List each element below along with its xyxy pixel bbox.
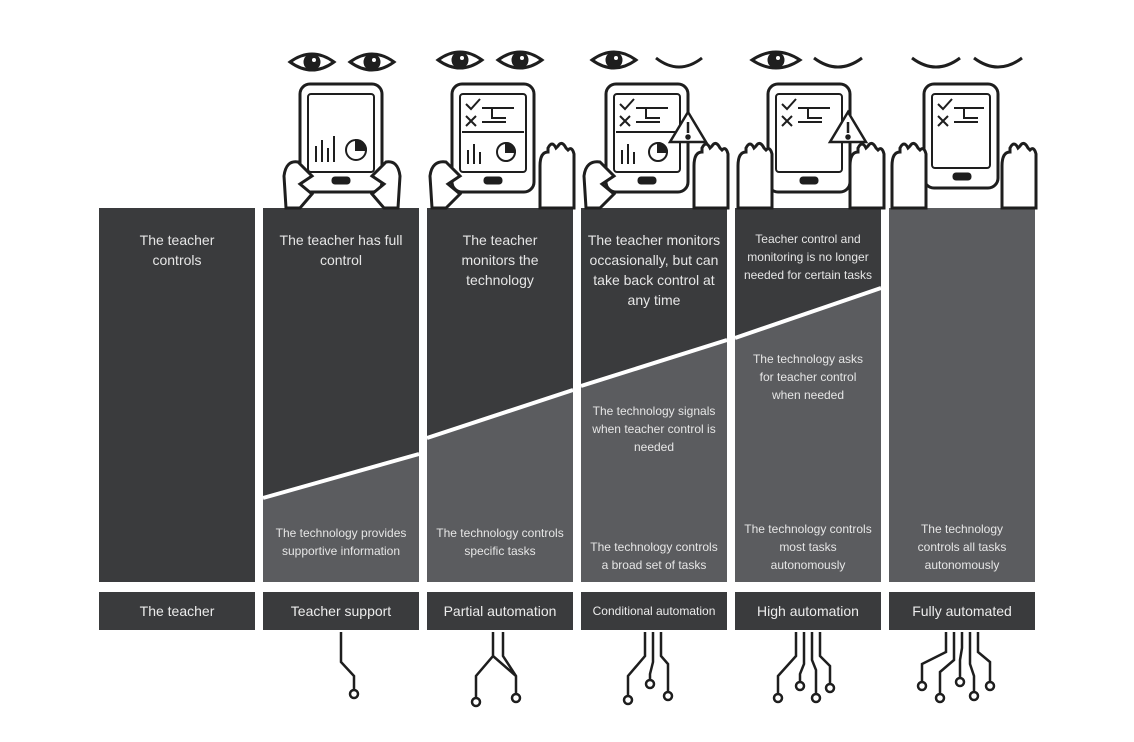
col1-teacher-area xyxy=(99,208,255,582)
level-label-teacher-support: Teacher support xyxy=(263,592,419,630)
tablet-col2 xyxy=(298,82,384,194)
eyes-col6 xyxy=(911,56,1023,69)
eye-open-icon xyxy=(287,52,337,72)
hand-icon xyxy=(848,141,886,210)
tablet-col6 xyxy=(922,82,1000,190)
cross-icon xyxy=(937,115,949,127)
column-teacher: The teacher controls xyxy=(99,208,255,582)
column-top-text: The teacher has full control xyxy=(279,232,403,268)
eyes-col2 xyxy=(287,52,397,72)
circuit-lines-icon xyxy=(339,632,996,708)
col5-divider xyxy=(734,286,882,340)
col4-divider xyxy=(580,338,728,388)
eye-closed-icon xyxy=(813,56,863,69)
column-partial-automation: The teacher monitors the technology The … xyxy=(427,208,573,582)
check-icon xyxy=(937,98,953,111)
check-icon xyxy=(781,98,797,111)
hand-icon xyxy=(890,141,928,210)
hand-icon xyxy=(692,141,730,210)
column-bottom-text: The technology controls a broad set of t… xyxy=(590,540,718,572)
tablet-col4 xyxy=(604,82,709,194)
col6-tech-area xyxy=(889,208,1035,582)
column-top-text: Teacher control and monitoring is no lon… xyxy=(743,232,873,282)
eye-open-icon xyxy=(749,50,803,70)
column-signal-text: The technology asks for teacher control … xyxy=(752,352,864,402)
hand-icon xyxy=(282,160,315,210)
level-label-fully-automated: Fully automated xyxy=(889,592,1035,630)
eyes-col4 xyxy=(589,50,703,70)
column-top-text: The teacher controls xyxy=(139,232,215,268)
column-high-automation: Teacher control and monitoring is no lon… xyxy=(735,208,881,582)
column-bottom-text: The technology provides supportive infor… xyxy=(275,526,407,558)
hands xyxy=(282,141,1038,210)
eyes-col5 xyxy=(749,50,863,70)
level-label-conditional-automation: Conditional automation xyxy=(581,592,727,630)
hand-icon xyxy=(582,160,617,210)
eye-closed-icon xyxy=(973,56,1023,69)
eye-open-icon xyxy=(347,52,397,72)
column-top-text: The teacher monitors the technology xyxy=(461,232,539,288)
column-fully-automated: The technology controls all tasks autono… xyxy=(889,208,1035,582)
column-signal-text: The technology signals when teacher cont… xyxy=(592,404,716,454)
check-icon xyxy=(619,98,635,111)
cross-icon xyxy=(465,115,477,127)
hand-icon xyxy=(736,141,774,210)
warning-triangle-icon xyxy=(827,109,869,144)
eye-closed-icon xyxy=(655,56,703,69)
hand-icon xyxy=(369,160,402,210)
cross-icon xyxy=(781,115,793,127)
hand-icon xyxy=(1000,141,1038,210)
column-conditional-automation: The teacher monitors occasionally, but c… xyxy=(581,208,727,582)
col3-teacher-area xyxy=(427,208,573,436)
col2-divider xyxy=(262,452,420,500)
warning-triangle-icon xyxy=(667,109,709,144)
col4-teacher-area xyxy=(581,208,727,384)
eye-closed-icon xyxy=(911,56,961,69)
level-label-high-automation: High automation xyxy=(735,592,881,630)
cross-icon xyxy=(619,115,631,127)
level-label-partial-automation: Partial automation xyxy=(427,592,573,630)
column-teacher-support: The teacher has full control The technol… xyxy=(263,208,419,582)
column-top-text: The teacher monitors occasionally, but c… xyxy=(587,232,721,308)
tablet-col5 xyxy=(766,82,869,194)
column-bottom-text: The technology controls most tasks auton… xyxy=(744,522,872,572)
eye-open-icon xyxy=(495,50,545,70)
eye-open-icon xyxy=(435,50,485,70)
col2-teacher-area xyxy=(263,208,419,496)
eyes-col3 xyxy=(435,50,545,70)
column-bottom-text: The technology controls specific tasks xyxy=(436,526,564,558)
level-label-teacher: The teacher xyxy=(99,592,255,630)
hand-icon xyxy=(428,160,463,210)
check-icon xyxy=(465,98,481,111)
col5-teacher-area xyxy=(735,208,881,336)
chart-icon xyxy=(315,136,368,162)
hand-icon xyxy=(538,141,576,210)
eye-open-icon xyxy=(589,50,639,70)
col3-divider xyxy=(426,388,574,440)
column-bottom-text: The technology controls all tasks autono… xyxy=(917,522,1007,572)
tablet-col3 xyxy=(450,82,536,194)
